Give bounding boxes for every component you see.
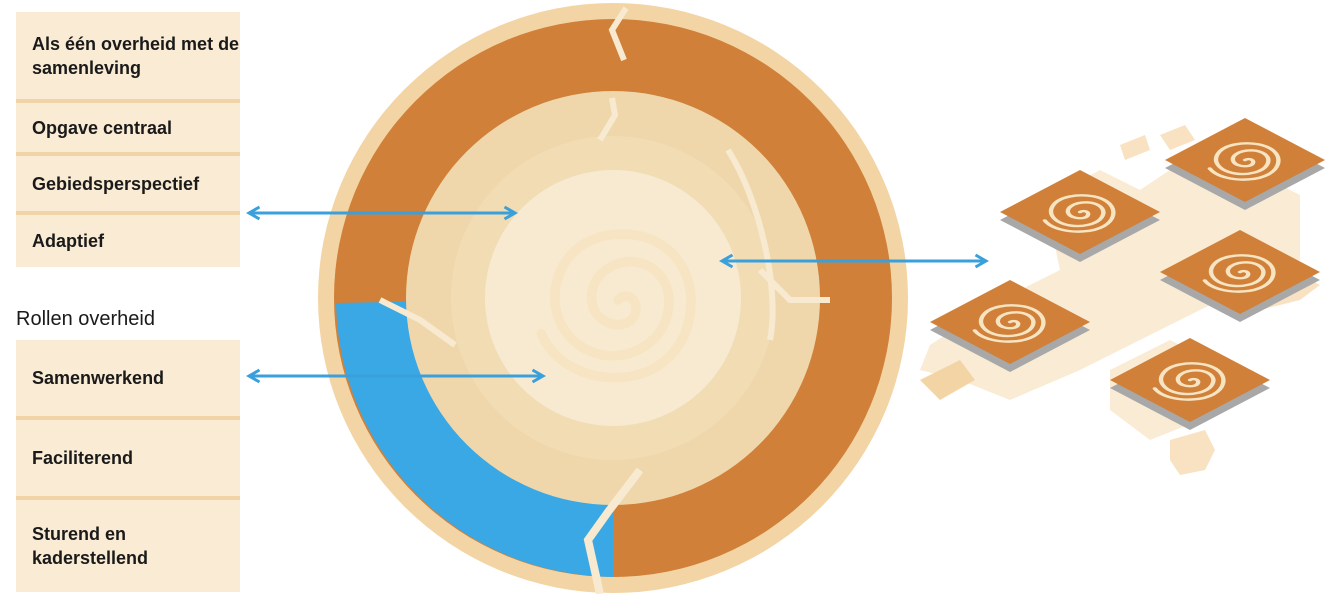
principle-area-perspective: Gebiedsperspectief xyxy=(16,156,240,211)
principle-label: Als één overheid met de samenleving xyxy=(32,33,240,78)
role-steering: Sturend en kaderstellend xyxy=(16,500,240,592)
tile xyxy=(930,280,1090,372)
tile xyxy=(1000,170,1160,262)
double-arrow-icon xyxy=(245,205,990,384)
role-facilitating: Faciliterend xyxy=(16,420,240,496)
role-collaborative: Samenwerkend xyxy=(16,340,240,416)
principle-adaptive: Adaptief xyxy=(16,215,240,267)
principle-task-central: Opgave centraal xyxy=(16,103,240,152)
divider xyxy=(16,211,240,215)
role-label: Faciliterend xyxy=(32,448,134,468)
principle-label: Adaptief xyxy=(32,231,104,251)
ring-diagram xyxy=(318,3,908,594)
tile xyxy=(1165,118,1325,210)
roles-panel: Samenwerkend Faciliterend Sturend en kad… xyxy=(16,340,240,592)
divider xyxy=(16,99,240,103)
role-label: Sturend en kaderstellend xyxy=(32,524,149,568)
tile xyxy=(1160,230,1320,322)
principles-panel: Als één overheid met de samenleving Opga… xyxy=(16,12,240,267)
divider xyxy=(16,416,240,420)
crack-line xyxy=(608,6,629,62)
tile-network xyxy=(920,118,1325,475)
role-label: Samenwerkend xyxy=(32,368,165,388)
core-disc xyxy=(485,170,741,426)
roles-heading: Rollen overheid xyxy=(16,308,155,330)
principle-label: Gebiedsperspectief xyxy=(32,173,200,194)
divider xyxy=(16,496,240,500)
divider xyxy=(16,152,240,156)
tile xyxy=(1110,338,1270,430)
principle-one-government: Als één overheid met de samenleving xyxy=(16,12,240,99)
principle-label: Opgave centraal xyxy=(32,117,173,138)
